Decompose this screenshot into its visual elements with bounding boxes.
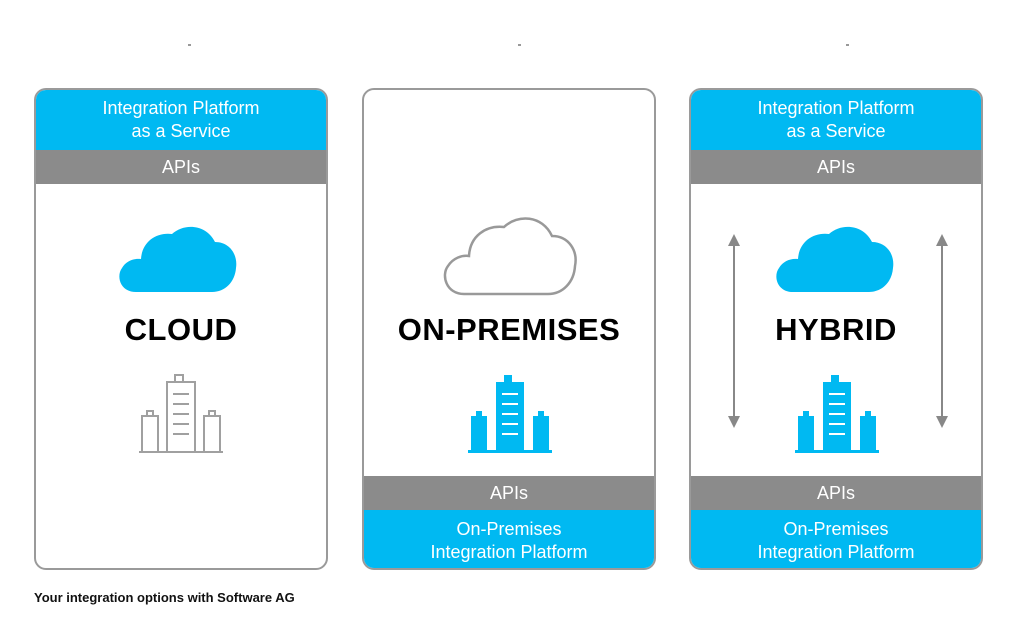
onprem-panel: ON-PREMISES APIs On-Premises Integration… [362, 88, 656, 570]
apis-band: APIs [36, 150, 326, 184]
apis-band: APIs [691, 476, 981, 510]
cloud-panel: Integration Platform as a Service APIs C… [34, 88, 328, 570]
building-icon [139, 374, 223, 453]
building-icon [795, 375, 879, 453]
onprem-integration-band: On-Premises Integration Platform [364, 510, 654, 568]
apis-label: APIs [489, 482, 528, 503]
tick-mark [846, 44, 849, 46]
onprem-label: ON-PREMISES [397, 312, 621, 347]
onprem-line-2: Integration Platform [430, 542, 588, 562]
hybrid-label: HYBRID [775, 312, 897, 347]
cloud-label: CLOUD [124, 312, 238, 347]
cloud-icon [119, 226, 237, 292]
onprem-integration-band: On-Premises Integration Platform [691, 510, 981, 568]
hybrid-panel: Integration Platform as a Service APIs H… [689, 88, 983, 570]
double-arrow-icon [936, 234, 948, 428]
apis-label: APIs [161, 156, 200, 177]
ipaas-band: Integration Platform as a Service [36, 90, 326, 150]
ipaas-line-2: as a Service [131, 121, 231, 141]
apis-band: APIs [691, 150, 981, 184]
apis-band: APIs [364, 476, 654, 510]
building-icon [468, 375, 552, 453]
tick-mark [518, 44, 521, 46]
onprem-line-1: On-Premises [456, 519, 562, 539]
ipaas-band: Integration Platform as a Service [691, 90, 981, 150]
ipaas-line-1: Integration Platform [102, 98, 260, 118]
onprem-line-2: Integration Platform [757, 542, 915, 562]
cloud-icon [776, 226, 894, 292]
cloud-outline-icon [443, 217, 577, 296]
figure-caption: Your integration options with Software A… [34, 590, 295, 605]
apis-label: APIs [816, 482, 855, 503]
onprem-line-1: On-Premises [783, 519, 889, 539]
ipaas-line-1: Integration Platform [757, 98, 915, 118]
apis-label: APIs [816, 156, 855, 177]
double-arrow-icon [728, 234, 740, 428]
tick-mark [188, 44, 191, 46]
ipaas-line-2: as a Service [786, 121, 886, 141]
